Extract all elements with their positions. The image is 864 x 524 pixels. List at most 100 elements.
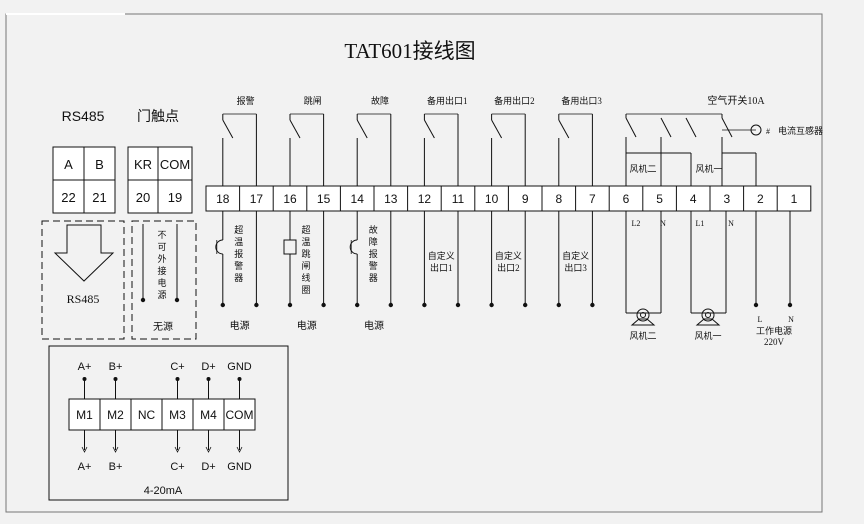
analog-top-label: B+ xyxy=(109,361,123,373)
current-transformer-symbol xyxy=(750,124,762,136)
analog-box-m4: M4 xyxy=(200,408,217,422)
terminal-number-14: 14 xyxy=(351,192,365,206)
terminal-number-8: 8 xyxy=(555,192,562,206)
terminal-number-2: 2 xyxy=(757,192,764,206)
relay-desc-char: 警 xyxy=(369,260,378,271)
relay-desc-char: 超 xyxy=(301,224,310,235)
analog-arrow xyxy=(112,446,119,453)
analog-bottom-label: GND xyxy=(227,461,252,473)
door-dashed-box xyxy=(131,220,197,340)
relay-contact xyxy=(491,119,503,139)
terminal-number-6: 6 xyxy=(623,192,630,206)
door-note-char: 可 xyxy=(157,242,166,252)
rs485-terminal-block: A B 22 21 xyxy=(52,146,116,214)
fan-bottom-section: L2 N L1 N 风机二 风机一 L N 工作电源 220V xyxy=(625,211,794,347)
analog-top-label: A+ xyxy=(78,361,92,373)
relay-desc-char: 温 xyxy=(301,237,310,247)
door-note-char: 接 xyxy=(157,265,166,276)
relay-contact xyxy=(289,119,301,139)
relay-contact xyxy=(356,119,368,139)
relay-power-label: 电源 xyxy=(364,319,384,332)
door-note-char: 外 xyxy=(157,253,166,264)
air-switch-contact-left xyxy=(625,117,637,138)
relay-desc-char: 跳 xyxy=(301,248,310,259)
analog-arrow xyxy=(205,446,212,453)
trip-coil-symbol xyxy=(283,239,297,255)
relay-desc-char: 线 xyxy=(301,272,310,283)
relay-desc-char: 闸 xyxy=(301,261,310,271)
fan2-bottom-label: 风机二 xyxy=(629,330,656,341)
terminal-number-13: 13 xyxy=(384,192,398,206)
rs485-down-arrow xyxy=(53,224,115,282)
relay-contact xyxy=(222,119,234,139)
relay-contact xyxy=(423,119,435,139)
work-power-label: 工作电源 xyxy=(756,325,792,336)
door-contact-terminal-block: KR COM 20 19 xyxy=(127,146,193,214)
work-power-voltage: 220V xyxy=(764,337,785,347)
fan2-n-label: N xyxy=(660,219,666,228)
door-note-char: 源 xyxy=(157,290,166,300)
relay-custom-label: 出口3 xyxy=(564,262,587,273)
door-col-com: COM xyxy=(160,157,190,172)
terminal-number-18: 18 xyxy=(216,192,230,206)
relay-label: 跳闸 xyxy=(304,95,322,106)
terminal-number-7: 7 xyxy=(589,192,596,206)
door-wire-end xyxy=(174,297,180,303)
relay-contact xyxy=(558,119,570,139)
door-passive-label: 无源 xyxy=(153,320,173,333)
analog-bottom-label: D+ xyxy=(201,461,215,473)
current-transformer-label: 电流互感器 xyxy=(778,125,823,136)
power-l-label: L xyxy=(758,315,763,324)
fan1-bottom-label: 风机一 xyxy=(694,330,721,341)
fan-power-section: 空气开关10A # 电流互感器 风机二 风机一 xyxy=(625,94,823,186)
relay-power-label: 电源 xyxy=(297,319,317,332)
terminal-number-9: 9 xyxy=(522,192,529,206)
fan1-top-label: 风机一 xyxy=(695,163,722,174)
analog-box-m2: M2 xyxy=(107,408,124,422)
door-num-19: 19 xyxy=(168,190,182,205)
relay-desc-char: 温 xyxy=(234,237,243,247)
svg-text:#: # xyxy=(766,127,770,136)
terminal-number-10: 10 xyxy=(485,192,499,206)
door-note-char: 电 xyxy=(157,277,166,288)
analog-box-nc: NC xyxy=(138,408,156,422)
rs485-arrow-label: RS485 xyxy=(67,292,100,306)
diagram-title: TAT601接线图 xyxy=(344,39,475,63)
rs485-num-21: 21 xyxy=(92,190,106,205)
analog-output-frame xyxy=(48,345,289,501)
relay-desc-char: 器 xyxy=(369,273,378,283)
power-n-label: N xyxy=(788,315,794,324)
relay-label: 故障 xyxy=(371,95,389,106)
relay-label: 备用出口2 xyxy=(494,95,535,106)
relay-desc-char: 报 xyxy=(369,248,378,259)
door-num-20: 20 xyxy=(136,190,150,205)
outer-frame xyxy=(5,13,823,513)
analog-arrow xyxy=(174,446,181,453)
rs485-dashed-box xyxy=(41,220,125,340)
fan1-n-label: N xyxy=(728,219,734,228)
door-wire-end xyxy=(140,297,146,303)
analog-caption: 4-20mA xyxy=(144,485,183,497)
fan2-top-label: 风机二 xyxy=(629,163,656,174)
door-note-char: 不 xyxy=(157,230,166,240)
relay-custom-label: 自定义 xyxy=(562,250,589,261)
relay-desc-char: 超 xyxy=(234,224,243,235)
analog-box-m1: M1 xyxy=(76,408,93,422)
relay-label: 报警 xyxy=(237,95,255,106)
fan2-motor-icon xyxy=(636,308,650,322)
analog-bottom-label: C+ xyxy=(170,461,184,473)
analog-bottom-label: A+ xyxy=(78,461,92,473)
relay-desc-char: 圈 xyxy=(301,285,310,295)
terminal-number-11: 11 xyxy=(452,192,465,206)
terminal-number-4: 4 xyxy=(690,192,697,206)
analog-top-label: D+ xyxy=(201,361,215,373)
terminal-number-3: 3 xyxy=(723,192,730,206)
relay-power-label: 电源 xyxy=(230,319,250,332)
